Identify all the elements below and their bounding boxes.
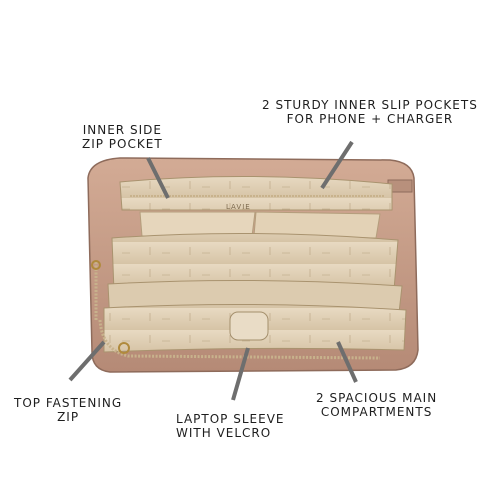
arrow-inner-side-zip (146, 157, 170, 199)
callout-line: ZIP POCKET (82, 137, 163, 151)
zip-puller-bottom (118, 342, 130, 354)
callout-line: 2 STURDY INNER SLIP POCKETS (262, 98, 478, 112)
callout-line: ZIP (57, 410, 80, 424)
slip-pocket-left (139, 211, 256, 237)
arrow-slip-pockets (320, 140, 354, 190)
callout-line: 2 SPACIOUS MAIN (316, 391, 438, 405)
callout-line: INNER SIDE (82, 123, 162, 137)
callout-inner-side-zip: INNER SIDE ZIP POCKET (82, 123, 163, 151)
zip-puller-top (91, 260, 101, 270)
callout-main-compartments: 2 SPACIOUS MAIN COMPARTMENTS (316, 391, 437, 419)
callout-inner-slip-pockets: 2 STURDY INNER SLIP POCKETS FOR PHONE + … (262, 98, 478, 126)
brand-logo: LAVIE (226, 203, 251, 211)
arrow-top-zip (68, 340, 106, 382)
callout-line: WITH VELCRO (176, 426, 272, 440)
callout-laptop-sleeve: LAPTOP SLEEVE WITH VELCRO (176, 412, 285, 440)
top-fastening-zip (98, 319, 381, 360)
callout-line: LAPTOP SLEEVE (176, 412, 285, 426)
arrow-laptop-sleeve (231, 347, 250, 401)
callout-line: TOP FASTENING (14, 396, 123, 410)
callout-top-fastening-zip: TOP FASTENING ZIP (14, 396, 122, 424)
callout-line: COMPARTMENTS (320, 405, 433, 419)
arrow-main-compartments (336, 341, 358, 383)
velcro-tab (229, 311, 269, 341)
callout-line: FOR PHONE + CHARGER (286, 112, 454, 126)
